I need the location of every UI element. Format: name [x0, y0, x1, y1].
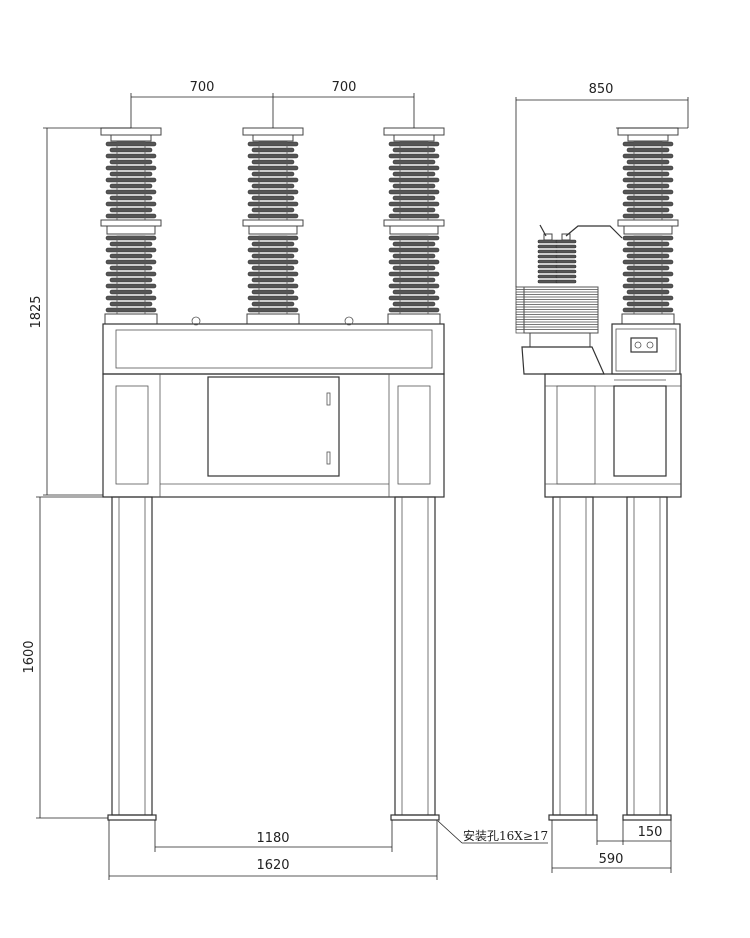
cabinet-door[interactable] — [207, 376, 340, 477]
current-transformer — [515, 286, 605, 375]
dim-700-left: 700 — [190, 80, 215, 95]
dim-height-legs: 1600 — [22, 496, 112, 819]
side-insulators — [617, 127, 679, 325]
insulator-pole-3 — [383, 127, 445, 325]
dim-850: 850 — [589, 82, 614, 97]
dim-height-upper: 1825 — [29, 127, 131, 496]
dim-590: 590 — [599, 852, 624, 867]
front-view: 700 700 1825 1600 1180 1620 — [22, 80, 548, 880]
door-handle-bottom[interactable] — [326, 451, 331, 465]
side-door[interactable] — [613, 385, 667, 477]
front-insulators — [100, 127, 445, 325]
operating-handle[interactable] — [630, 337, 658, 353]
side-lower-frame — [544, 373, 682, 498]
side-panel-right — [397, 385, 431, 485]
dim-leg-spans: 1180 1620 — [108, 820, 438, 880]
side-panel — [556, 385, 596, 485]
insulator-pole-2 — [242, 127, 304, 325]
door-handle-top[interactable] — [326, 392, 331, 406]
leg-right — [390, 496, 440, 821]
side-mechanism-box — [611, 323, 681, 375]
side-leg-right — [622, 496, 672, 821]
dim-1600: 1600 — [22, 640, 37, 673]
dim-1180: 1180 — [256, 831, 289, 846]
mounting-hole-note: 安装孔16X≥17 — [463, 828, 548, 843]
dim-1825: 1825 — [29, 295, 44, 328]
dim-700-right: 700 — [332, 80, 357, 95]
small-bushings — [537, 224, 623, 284]
side-leg-left — [548, 496, 598, 821]
dim-pole-spacing: 700 700 — [130, 80, 415, 128]
mounting-hole-callout: 安装孔16X≥17 — [437, 820, 548, 844]
lifting-eye-left — [191, 316, 201, 326]
dim-150: 150 — [638, 825, 663, 840]
lower-frame — [102, 373, 445, 498]
insulator-pole-1 — [100, 127, 162, 325]
dim-1620: 1620 — [256, 858, 289, 873]
side-view: 850 590 150 — [515, 82, 689, 873]
side-panel-left — [115, 385, 149, 485]
dim-side-legs: 590 150 — [551, 820, 672, 873]
dim-depth-top: 850 — [515, 82, 689, 287]
side-insulator — [617, 127, 679, 325]
lifting-eye-right — [344, 316, 354, 326]
upper-box — [102, 323, 445, 375]
leg-left — [107, 496, 157, 821]
